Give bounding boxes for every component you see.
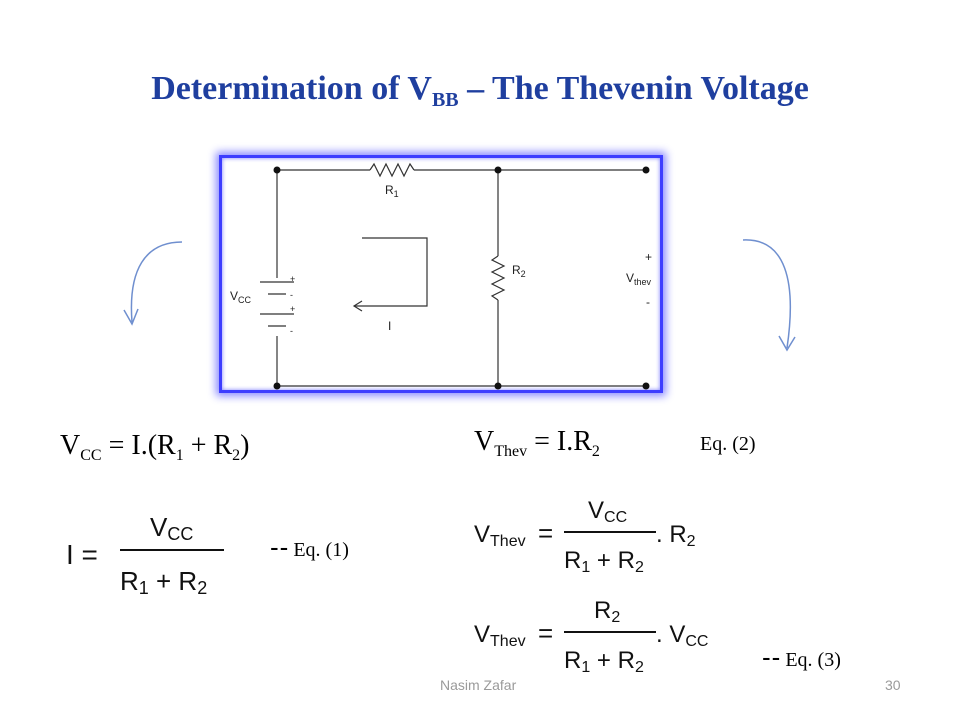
equation-vcc: VCC = I.(R1 + R2): [60, 430, 250, 464]
right-curved-arrow-icon: [742, 239, 796, 352]
svg-text:VCC: VCC: [588, 497, 627, 526]
battery-plus-top: +: [290, 274, 295, 284]
svg-text:VThev: VThev: [474, 621, 526, 650]
svg-text:. VCC: . VCC: [656, 621, 708, 650]
left-curved-arrow-icon: [123, 241, 183, 326]
svg-text:R1 + R2: R1 + R2: [120, 566, 207, 598]
eq1-label: Eq. (1): [293, 539, 349, 561]
eq1-dashes: --: [270, 532, 290, 562]
footer-author: Nasim Zafar: [440, 677, 517, 693]
vthev-minus: -: [646, 295, 650, 309]
battery-minus-bottom: -: [290, 326, 293, 336]
vthev-label: Vthev: [626, 271, 652, 287]
vthev-plus: +: [645, 250, 652, 264]
formula-vthev-2: VThev = R2 R1 + R2 . VCC: [474, 597, 708, 676]
equation-vthev: VThev = I.R2: [474, 426, 600, 460]
title-main: Determination of V: [151, 70, 432, 107]
svg-text:VCC: VCC: [150, 512, 193, 544]
r1-label: R1: [385, 183, 399, 199]
svg-text:R1 + R2: R1 + R2: [564, 647, 644, 676]
current-label: I: [388, 319, 391, 333]
formula-vthev-1: VThev = VCC R1 + R2 . R2: [474, 497, 696, 576]
battery-minus-top: -: [290, 290, 293, 300]
title-sub: BB: [431, 89, 459, 111]
eq1-tag: -- Eq. (1): [270, 532, 349, 563]
svg-text:I =: I =: [66, 539, 98, 570]
svg-text:R2: R2: [594, 597, 620, 626]
battery-plus-bottom: +: [290, 304, 295, 314]
eq3-label: Eq. (3): [785, 649, 841, 671]
svg-text:VThev: VThev: [474, 521, 526, 550]
eq3-dashes: --: [762, 642, 782, 672]
page-number: 30: [885, 677, 901, 693]
svg-text:=: =: [538, 618, 553, 648]
circuit-diagram: R1 R2 VCC I + - + - + Vthev -: [219, 155, 663, 393]
r2-label: R2: [512, 263, 526, 279]
svg-text:=: =: [538, 518, 553, 548]
eq3-tag: -- Eq. (3): [762, 642, 841, 673]
vcc-label: VCC: [230, 289, 252, 305]
formula-current: I = VCC R1 + R2: [66, 512, 224, 598]
slide-title: Determination of VBB – The Thevenin Volt…: [0, 70, 960, 112]
svg-text:. R2: . R2: [656, 521, 696, 550]
eq2-label: Eq. (2): [700, 433, 756, 455]
title-rest: – The Thevenin Voltage: [458, 70, 809, 107]
svg-text:R1 + R2: R1 + R2: [564, 547, 644, 576]
